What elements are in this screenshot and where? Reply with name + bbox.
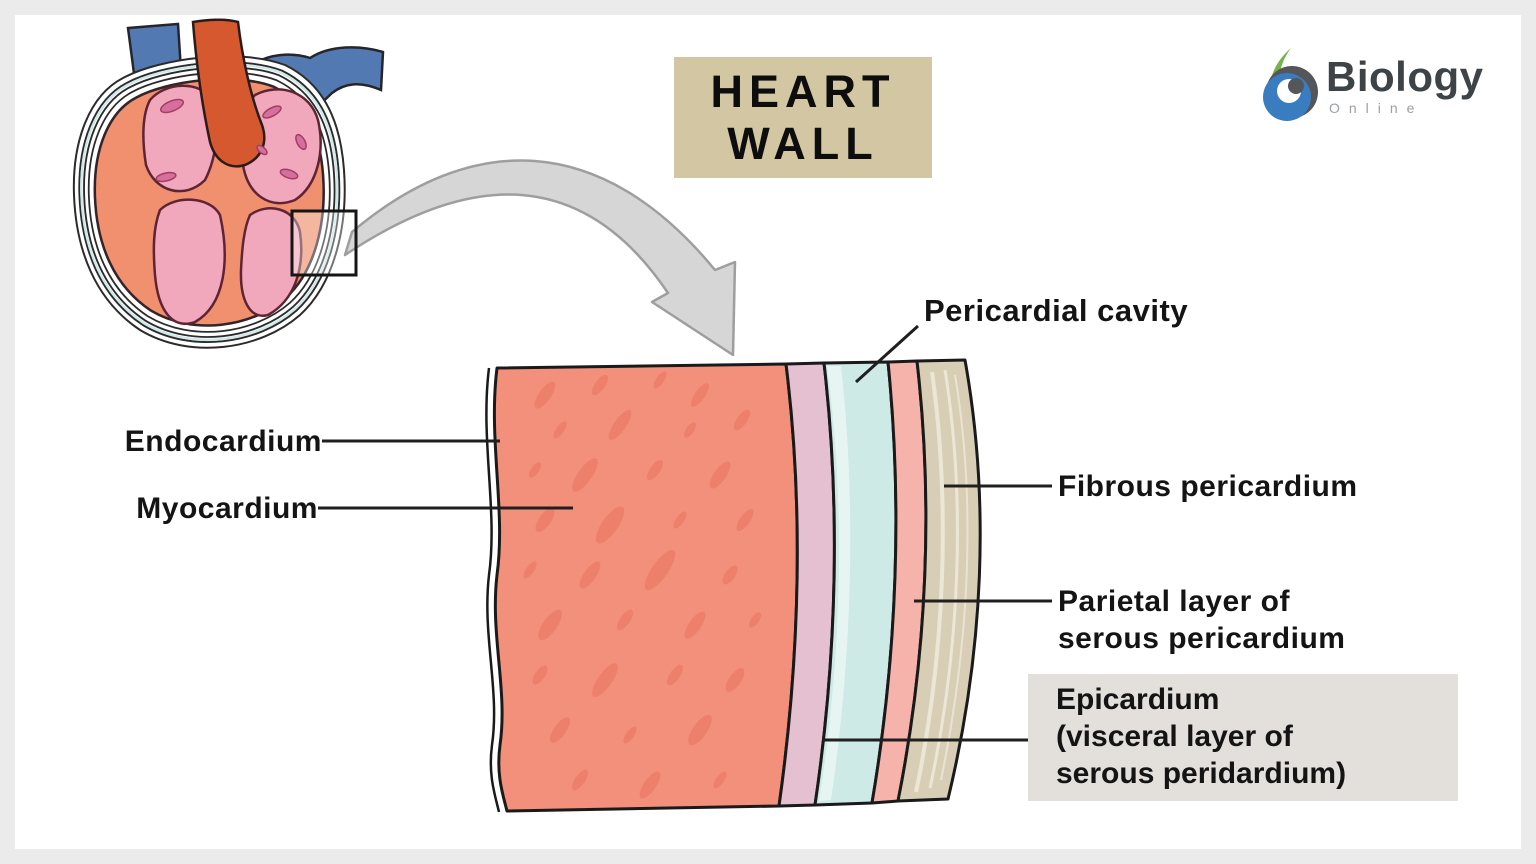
title-box: HEART WALL (674, 57, 932, 178)
biology-online-logo-icon (1263, 48, 1318, 121)
layer-fibrous (896, 358, 982, 803)
brand-name: Biology (1326, 53, 1484, 100)
pericardial-cavity-highlight (819, 366, 851, 801)
left-ventricle (152, 198, 226, 325)
label-myocardium: Myocardium (136, 492, 318, 525)
title-line-1: HEART (710, 65, 896, 117)
heart-chambers (142, 84, 322, 325)
label-epicardium-line-1: Epicardium (1056, 683, 1220, 716)
label-pericardial-cavity: Pericardial cavity (924, 293, 1189, 328)
magnified-region-box (290, 209, 358, 277)
label-fibrous-pericardium: Fibrous pericardium (1058, 470, 1358, 503)
myocardium-texture (523, 371, 762, 799)
endocardium-edge-line (485, 367, 501, 813)
label-epicardium-line-2: (visceral layer of (1056, 720, 1293, 753)
heart-thumbnail (72, 18, 385, 349)
brand-subtitle: Online (1329, 100, 1424, 116)
biology-online-logo: Biology Online (1258, 46, 1484, 126)
label-parietal-line-2: serous pericardium (1058, 622, 1346, 655)
title-line-2: WALL (727, 117, 879, 169)
label-parietal-line-1: Parietal layer of (1058, 585, 1290, 618)
label-endocardium: Endocardium (124, 425, 322, 458)
pointer-lines (318, 324, 1052, 742)
magnified-region-highlight (292, 211, 356, 275)
fibrous-streaks (914, 369, 969, 793)
magnify-arrow-icon (343, 159, 737, 357)
chamber-marks (155, 98, 307, 183)
label-epicardium-line-3: serous peridardium) (1056, 757, 1347, 790)
pericardial-cavity-pointer-line (854, 324, 920, 384)
epicardium-callout: Epicardium (visceral layer of serous per… (1028, 674, 1458, 801)
